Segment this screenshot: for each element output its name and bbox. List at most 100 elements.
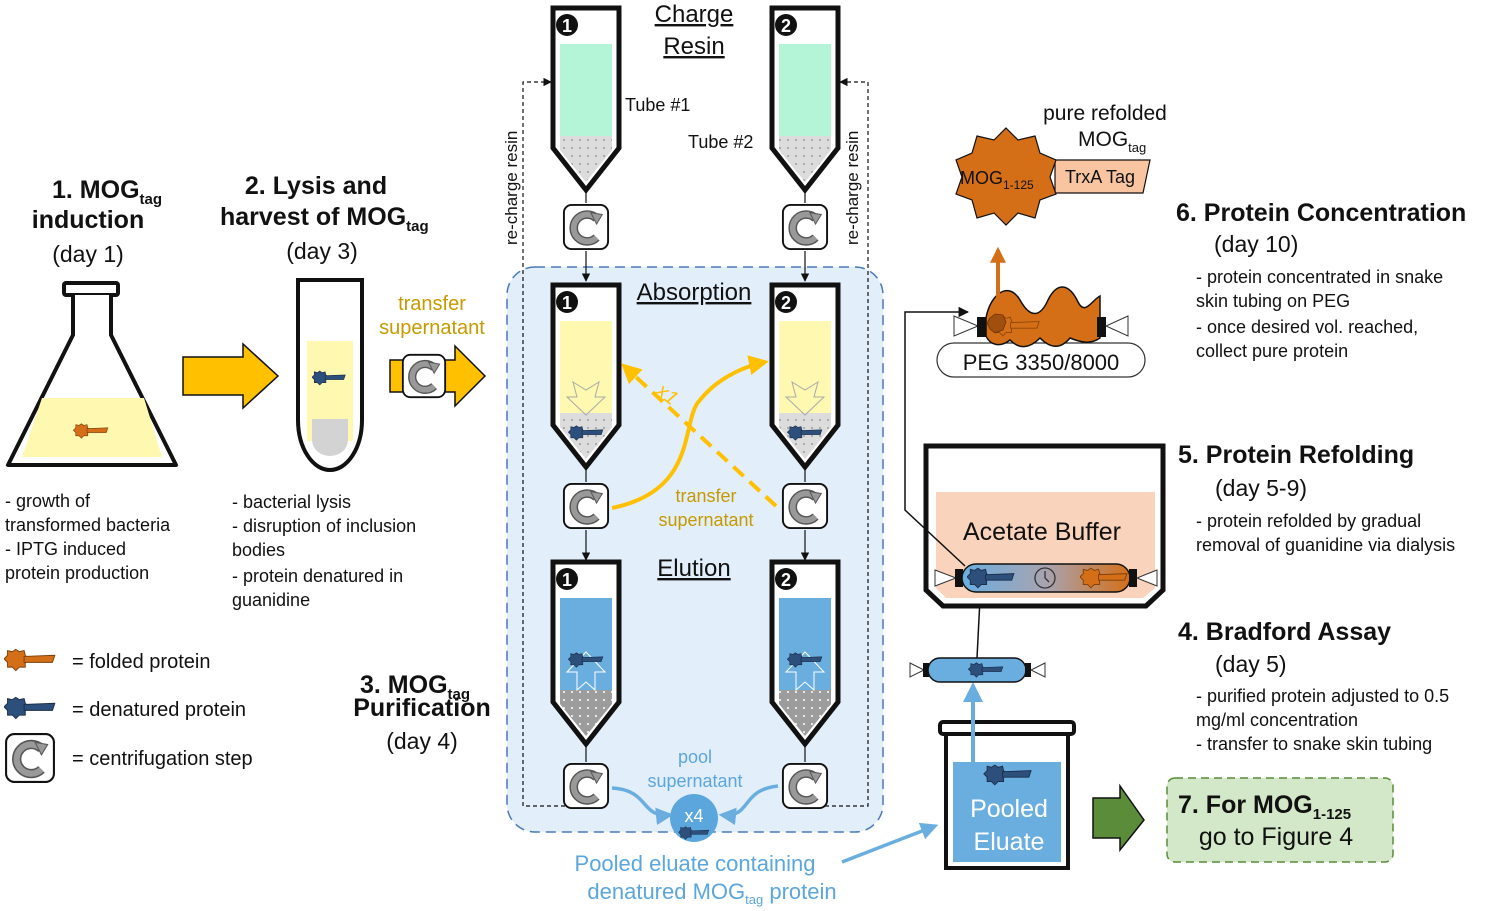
step5-title: 5. Protein Refolding: [1178, 441, 1414, 469]
step6-title: 6. Protein Concentration: [1176, 199, 1466, 227]
svg-text:transformed bacteria: transformed bacteria: [5, 515, 171, 535]
tube-number-badge: [775, 291, 797, 313]
recharge-line-left: [522, 77, 565, 807]
tube-number: 2: [781, 293, 791, 313]
tube-number: 1: [562, 16, 572, 36]
step1-title: 1. MOGtag induction (day 1): [32, 176, 162, 267]
pure-label-b: MOGtag: [1078, 128, 1146, 155]
recharge-label-left: re-charge resin: [502, 131, 521, 245]
clock-icon: [1034, 567, 1056, 589]
recharge-label-right: re-charge resin: [843, 131, 862, 245]
svg-text:- protein denatured in: - protein denatured in: [232, 566, 403, 586]
column-elution-tube2: 2: [769, 559, 841, 808]
trxa-tag-label: TrxA Tag: [1065, 167, 1135, 187]
tube2-label: Tube #2: [688, 132, 753, 152]
step7-box[interactable]: [1166, 777, 1394, 863]
peg-concentration-icon: PEG 3350/8000: [936, 286, 1146, 378]
svg-text:2. Lysis and: 2. Lysis and: [245, 172, 387, 200]
step3-title-b: Purification: [353, 694, 491, 722]
step4-notes: - purified protein adjusted to 0.5 mg/ml…: [1196, 686, 1449, 754]
pool-arrow-left: [611, 786, 674, 826]
centrifuge-icon: [403, 355, 445, 397]
pool-arrow-right: [718, 784, 779, 826]
step3-day: (day 4): [386, 728, 458, 754]
step6-notes: - protein concentrated in snake skin tub…: [1196, 267, 1443, 361]
step4-title: 4. Bradford Assay: [1178, 618, 1391, 646]
step1-day: (day 1): [52, 241, 124, 267]
beaker-icon: Pooled Eluate: [938, 720, 1076, 870]
svg-text:mg/ml concentration: mg/ml concentration: [1196, 710, 1358, 730]
elute-arrow-icon: [565, 651, 607, 692]
charge-resin-label-b: Resin: [663, 33, 724, 60]
recharge-line-right: [825, 77, 869, 807]
centrifuge-icon: [564, 205, 608, 249]
svg-text:harvest of MOGtag: harvest of MOGtag: [220, 203, 429, 235]
step5-notes: - protein refolded by gradual removal of…: [1196, 511, 1455, 555]
centrifuge-icon: [564, 484, 608, 528]
tube-number-badge: [556, 291, 578, 313]
column-charge-tube1: 1: [550, 5, 622, 282]
column-absorption-tube1: 1: [550, 282, 622, 561]
transfer-label-b: supernatant: [658, 510, 753, 530]
pooled-caption-b: denatured MOGtag protein: [587, 879, 836, 907]
step5-day: (day 5-9): [1215, 475, 1307, 501]
svg-text:1. MOGtag: 1. MOGtag: [52, 176, 162, 208]
svg-text:bodies: bodies: [232, 540, 285, 560]
tube1-label: Tube #1: [625, 95, 690, 115]
centrifuge-icon: [783, 764, 827, 808]
step7-title: 7. For MOG1-125: [1178, 791, 1351, 823]
denatured-protein-icon: [4, 696, 56, 720]
legend-centrifuge-label: = centrifugation step: [72, 748, 253, 770]
step3-title: 3. MOGtag Purification (day 4): [353, 671, 491, 754]
tube-number: 1: [562, 570, 572, 590]
svg-text:- once desired vol. reached,: - once desired vol. reached,: [1196, 317, 1418, 337]
svg-text:- protein concentrated in snak: - protein concentrated in snake: [1196, 267, 1443, 287]
svg-text:3. MOGtag: 3. MOGtag: [360, 671, 470, 703]
svg-text:skin tubing on PEG: skin tubing on PEG: [1196, 291, 1350, 311]
svg-text:guanidine: guanidine: [232, 590, 310, 610]
transfer-arrow-1-to-2: [611, 355, 769, 510]
mog-label: MOG1-125: [960, 168, 1034, 192]
centrifuge-icon: [6, 734, 54, 782]
step2-day: (day 3): [286, 238, 358, 264]
pooled-to-beaker-arrow: [841, 822, 939, 864]
legend-folded-label: = folded protein: [72, 651, 210, 673]
step4-day: (day 5): [1215, 651, 1287, 677]
pooled-caption-a: Pooled eluate containing: [575, 851, 816, 876]
mog-trxa-protein-icon: MOG1-125 TrxA Tag: [955, 127, 1151, 226]
elution-label: Elution: [657, 555, 730, 582]
step2-title: 2. Lysis and harvest of MOGtag (day 3): [220, 172, 429, 264]
svg-text:- transfer to snake skin tubin: - transfer to snake skin tubing: [1196, 734, 1432, 754]
lysis-tube-icon: [296, 278, 364, 472]
bind-arrow-icon: [565, 380, 607, 416]
pool-label-a: pool: [678, 747, 712, 767]
step6-day: (day 10): [1214, 231, 1298, 257]
tube-number-badge: [556, 14, 578, 36]
svg-text:collect pure protein: collect pure protein: [1196, 341, 1348, 361]
flask-icon: [6, 281, 178, 467]
beaker-label-a: Pooled: [970, 795, 1048, 823]
centrifuge-icon: [783, 484, 827, 528]
legend-denatured-label: = denatured protein: [72, 699, 246, 721]
column-charge-tube2: 2: [769, 5, 841, 282]
column-absorption-tube2: 2: [769, 282, 841, 561]
beaker-label-b: Eluate: [974, 828, 1045, 856]
tube-number-badge: [775, 14, 797, 36]
svg-text:- bacterial lysis: - bacterial lysis: [232, 492, 351, 512]
absorption-label: Absorption: [637, 279, 752, 306]
refolding-tank-icon: Acetate Buffer: [923, 443, 1166, 609]
transfer-label-a: transfer: [398, 293, 466, 315]
folded-protein-icon: [4, 648, 56, 672]
transfer-label-b: supernatant: [379, 317, 485, 339]
tube-number-badge: [556, 568, 578, 590]
centrifuge-icon: [564, 764, 608, 808]
step7-link[interactable]: go to Figure 4: [1199, 823, 1353, 851]
svg-text:removal of guanidine via dialy: removal of guanidine via dialysis: [1196, 535, 1455, 555]
green-arrow-icon: [1092, 783, 1145, 853]
elute-arrow-icon: [784, 651, 826, 692]
legend: = folded protein = denatured protein = c…: [4, 648, 253, 782]
charge-resin-label-a: Charge: [655, 1, 734, 28]
svg-text:- growth of: - growth of: [5, 491, 91, 511]
acetate-buffer-label: Acetate Buffer: [963, 518, 1121, 546]
